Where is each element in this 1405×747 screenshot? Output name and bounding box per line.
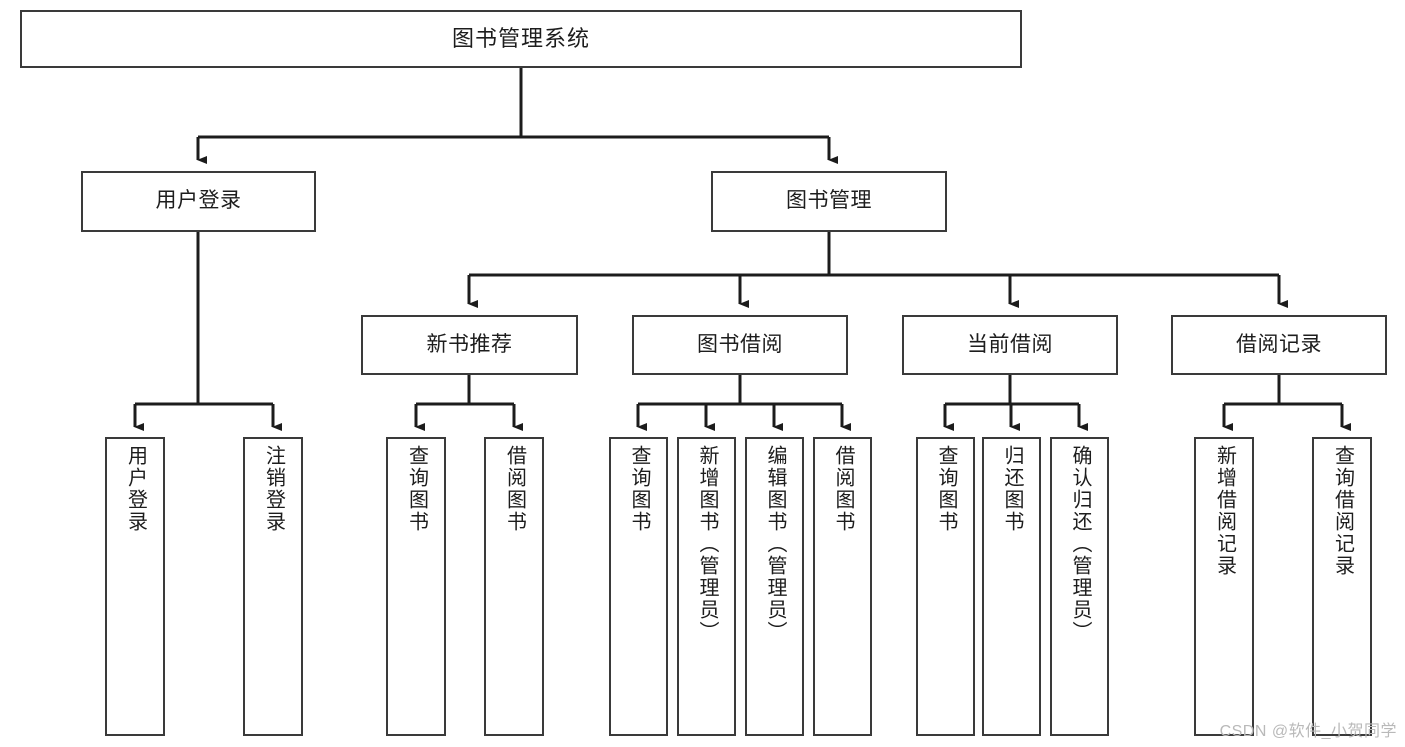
node-label: 新增图书（管理员） xyxy=(696,445,717,643)
leaf-borrow-book-1[interactable]: 借阅图书 xyxy=(484,437,544,736)
node-book-borrow[interactable]: 图书借阅 xyxy=(632,315,848,375)
node-label: 注销登录 xyxy=(263,445,284,533)
node-label: 归还图书 xyxy=(1001,445,1022,533)
leaf-add-book[interactable]: 新增图书（管理员） xyxy=(677,437,736,736)
node-label: 借阅记录 xyxy=(1236,333,1322,358)
node-label: 当前借阅 xyxy=(967,333,1053,358)
node-current-borrow[interactable]: 当前借阅 xyxy=(902,315,1118,375)
node-label: 用户登录 xyxy=(156,189,242,214)
node-book-manage[interactable]: 图书管理 xyxy=(711,171,947,232)
leaf-borrow-book-2[interactable]: 借阅图书 xyxy=(813,437,872,736)
leaf-add-record[interactable]: 新增借阅记录 xyxy=(1194,437,1254,736)
node-user-login[interactable]: 用户登录 xyxy=(81,171,316,232)
node-label: 借阅图书 xyxy=(832,445,853,533)
node-root-system[interactable]: 图书管理系统 xyxy=(20,10,1022,68)
leaf-query-book-2[interactable]: 查询图书 xyxy=(609,437,668,736)
leaf-user-login[interactable]: 用户登录 xyxy=(105,437,165,736)
leaf-edit-book[interactable]: 编辑图书（管理员） xyxy=(745,437,804,736)
leaf-query-record[interactable]: 查询借阅记录 xyxy=(1312,437,1372,736)
leaf-confirm-return[interactable]: 确认归还（管理员） xyxy=(1050,437,1109,736)
watermark-text: CSDN @软件_小贺同学 xyxy=(1220,717,1397,741)
node-label: 图书管理 xyxy=(786,189,872,214)
node-label: 图书管理系统 xyxy=(452,26,590,52)
node-label: 用户登录 xyxy=(125,445,146,533)
node-label: 确认归还（管理员） xyxy=(1069,445,1090,643)
node-label: 查询图书 xyxy=(406,445,427,533)
leaf-logout[interactable]: 注销登录 xyxy=(243,437,303,736)
leaf-return-book[interactable]: 归还图书 xyxy=(982,437,1041,736)
node-new-book-recommend[interactable]: 新书推荐 xyxy=(361,315,578,375)
node-label: 借阅图书 xyxy=(504,445,525,533)
node-label: 查询借阅记录 xyxy=(1332,445,1353,577)
node-borrow-record[interactable]: 借阅记录 xyxy=(1171,315,1387,375)
node-label: 新增借阅记录 xyxy=(1214,445,1235,577)
node-label: 编辑图书（管理员） xyxy=(764,445,785,643)
leaf-query-book-3[interactable]: 查询图书 xyxy=(916,437,975,736)
node-label: 查询图书 xyxy=(935,445,956,533)
node-label: 图书借阅 xyxy=(697,333,783,358)
leaf-query-book-1[interactable]: 查询图书 xyxy=(386,437,446,736)
node-label: 查询图书 xyxy=(628,445,649,533)
node-label: 新书推荐 xyxy=(427,333,513,358)
